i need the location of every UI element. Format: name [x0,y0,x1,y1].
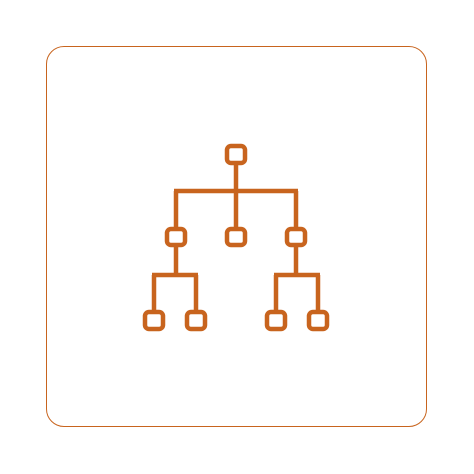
tree-node-root [224,143,248,166]
tree-leaf-2 [184,309,208,332]
tree-node-left [164,226,188,248]
tree-leaf-4 [306,309,330,332]
tree-node-right [284,226,308,248]
tree-leaf-3 [264,309,288,332]
tree-node-center [224,226,248,248]
tree-connectors [151,163,321,312]
tree-leaf-1 [142,309,166,332]
